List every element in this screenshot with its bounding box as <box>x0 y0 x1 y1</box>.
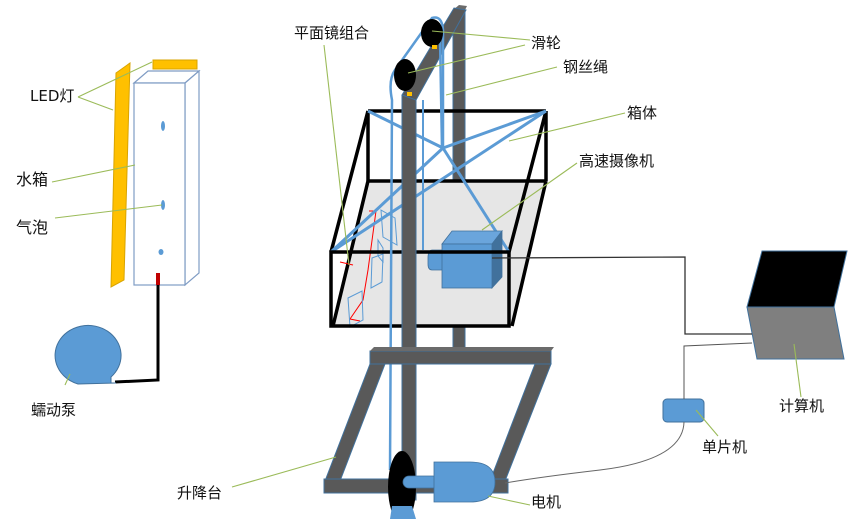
bubble <box>161 200 165 210</box>
label-computer: 计算机 <box>779 397 825 415</box>
bubble <box>161 121 165 131</box>
drive-pulley <box>388 451 416 519</box>
mcu <box>662 398 705 423</box>
label-lift-platform: 升降台 <box>177 484 223 502</box>
label-bubble: 气泡 <box>16 218 49 237</box>
bubbles <box>158 121 165 255</box>
label-mcu: 单片机 <box>702 438 748 456</box>
frame-front-post <box>401 94 417 501</box>
label-box: 箱体 <box>627 104 658 122</box>
peristaltic-pump <box>54 324 122 385</box>
label-pulley: 滑轮 <box>531 34 562 52</box>
pulley-bottom <box>394 59 416 96</box>
label-water-tank: 水箱 <box>16 170 49 189</box>
motor <box>402 461 496 503</box>
label-high-speed-camera: 高速摄像机 <box>579 152 655 170</box>
pump-tube <box>114 273 160 384</box>
leader-lines <box>51 30 802 506</box>
label-peristaltic-pump: 蠕动泵 <box>31 401 77 419</box>
wire-rope <box>388 16 445 471</box>
label-mirror-group: 平面镜组合 <box>294 24 370 42</box>
cables <box>491 256 753 484</box>
pulley-top <box>421 19 443 49</box>
led-strip-top <box>152 59 198 70</box>
label-led: LED灯 <box>30 87 75 105</box>
led-strip-left <box>110 62 131 288</box>
water-tank <box>132 69 201 287</box>
box-front <box>329 250 511 328</box>
label-wire-rope: 钢丝绳 <box>563 58 609 76</box>
computer <box>746 250 848 360</box>
label-motor: 电机 <box>531 493 562 511</box>
box-body <box>329 109 548 327</box>
bubble <box>158 249 164 255</box>
